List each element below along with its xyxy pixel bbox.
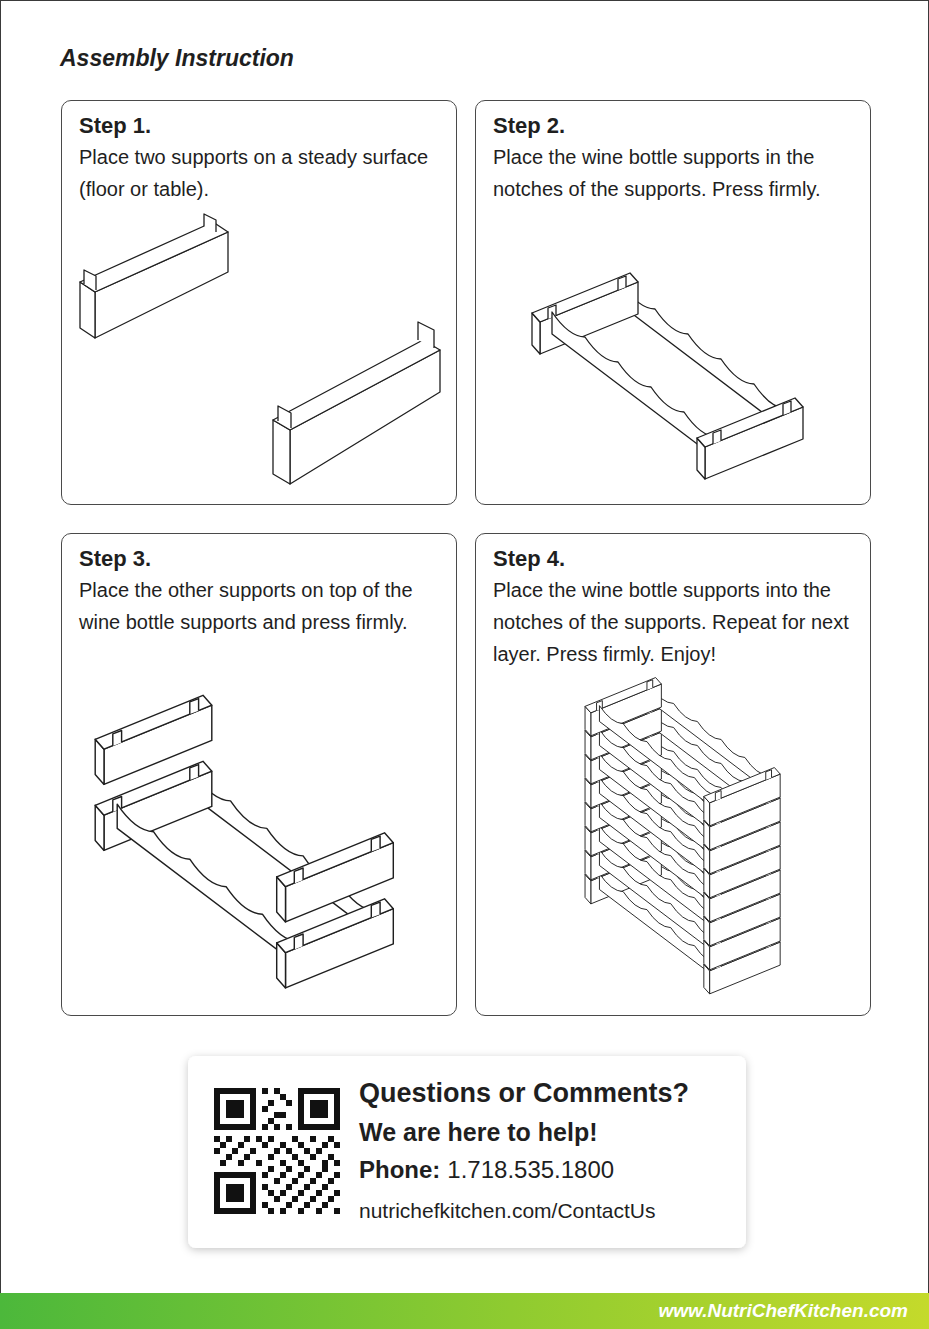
text-line: nutrichefkitchen.com/ContactUs [359,1197,655,1225]
step-text: Place the wine bottle supports in the no… [493,141,854,205]
step-box: Step 2.Place the wine bottle supports in… [475,100,871,505]
step-box: Step 4.Place the wine bottle supports in… [475,533,871,1016]
step-box: Step 3.Place the other supports on top o… [61,533,457,1016]
stacked-rack [585,678,780,994]
step-text: Place the other supports on top of the w… [79,574,440,638]
contact-heading: Questions or Comments? [359,1078,689,1108]
phone-number: 1.718.535.1800 [447,1156,614,1183]
text-line: Phone: 1.718.535.1800 [359,1154,614,1186]
text-line: Questions or Comments? [359,1076,689,1110]
qr-code [214,1088,340,1214]
contact-url: nutrichefkitchen.com/ContactUs [359,1199,655,1222]
step-box: Step 1.Place two supports on a steady su… [61,100,457,505]
step-text: Place the wine bottle supports into the … [493,574,854,670]
contact-subheading: We are here to help! [359,1118,598,1146]
contact-card-ground [188,1056,746,1248]
step-heading: Step 3. [79,544,440,574]
step-text: Place two supports on a steady surface (… [79,141,440,205]
step-heading: Step 1. [79,111,440,141]
step-heading: Step 4. [493,544,854,574]
page-title: Assembly Instruction [60,44,294,72]
step-heading: Step 2. [493,111,854,141]
text-line: We are here to help! [359,1116,598,1148]
contact-box: Questions or Comments? We are here to hel… [188,1056,746,1248]
footer-url: www.NutriChefKitchen.com [659,1293,929,1329]
rack-layer-with-supports [95,695,393,988]
rack-layer [532,273,803,479]
support-boards [80,214,440,484]
phone-label: Phone: [359,1156,440,1183]
footer-band: www.NutriChefKitchen.com [0,1293,929,1329]
